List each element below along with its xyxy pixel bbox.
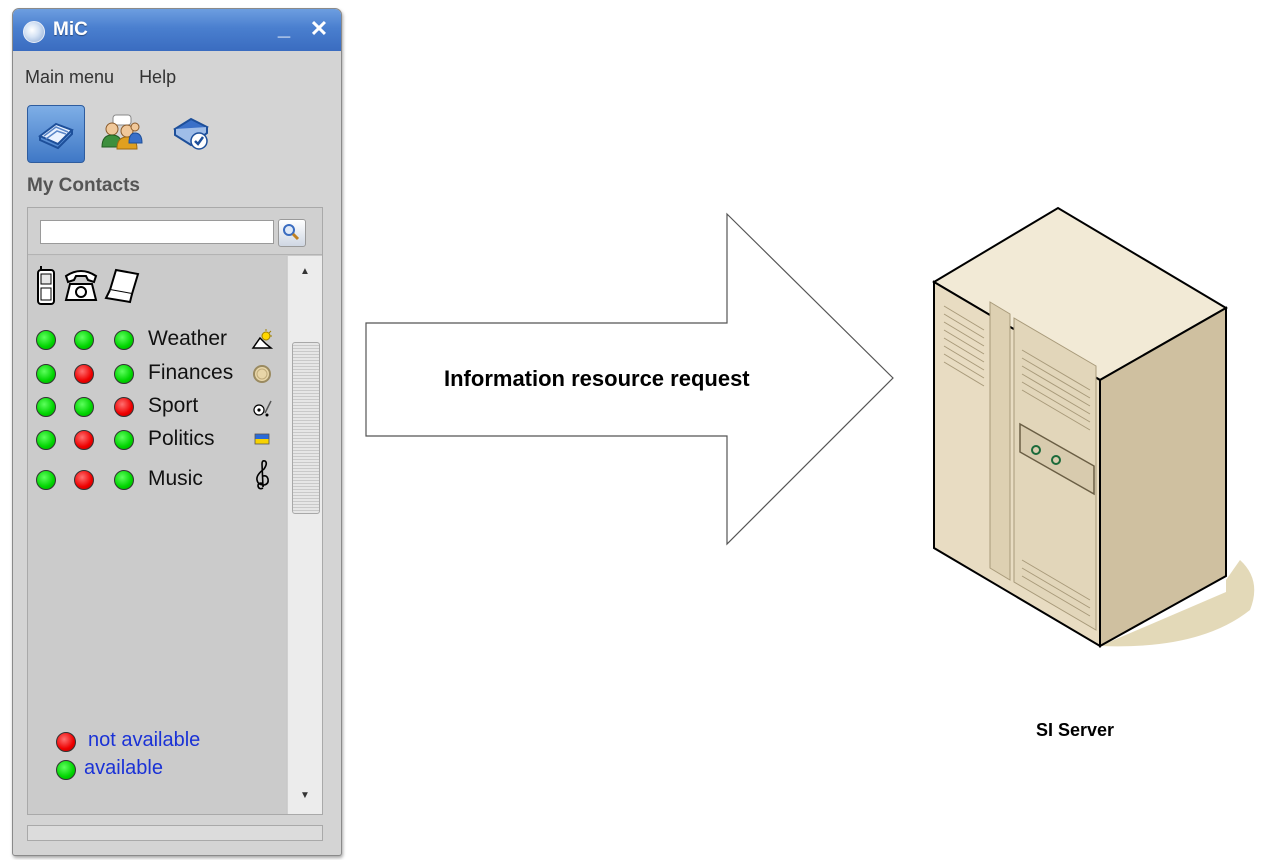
app-logo-icon bbox=[23, 21, 45, 43]
coin-icon bbox=[253, 365, 271, 383]
status-dot bbox=[36, 430, 56, 450]
flag-icon bbox=[254, 433, 270, 445]
legend-label: not available bbox=[88, 729, 201, 751]
status-dot bbox=[114, 364, 134, 384]
scroll-up-button[interactable]: ▲ bbox=[300, 266, 310, 277]
book-check-icon bbox=[173, 117, 209, 150]
list-item-label: Politics bbox=[148, 427, 215, 450]
legend-dot bbox=[56, 732, 76, 752]
contacts-button[interactable] bbox=[91, 105, 147, 161]
status-dot bbox=[36, 470, 56, 490]
list-item-label: Finances bbox=[148, 361, 234, 384]
status-dot bbox=[74, 470, 94, 490]
status-dot bbox=[36, 397, 56, 417]
search-button[interactable] bbox=[278, 219, 306, 247]
request-arrow bbox=[365, 212, 894, 546]
search-bar bbox=[28, 208, 322, 255]
sport-icon bbox=[253, 400, 272, 417]
book-check-button[interactable] bbox=[163, 105, 219, 161]
treble-clef-icon bbox=[256, 460, 269, 490]
list-item-label: Sport bbox=[148, 394, 199, 417]
status-dot bbox=[74, 430, 94, 450]
status-dot bbox=[114, 397, 134, 417]
close-button[interactable]: ✕ bbox=[309, 16, 329, 41]
legend-label: available bbox=[84, 757, 163, 779]
status-dot bbox=[36, 364, 56, 384]
search-input[interactable] bbox=[40, 220, 274, 244]
status-dot bbox=[36, 330, 56, 350]
server-led bbox=[1031, 445, 1041, 455]
scrollbar[interactable]: ▲ ▼ bbox=[287, 256, 322, 814]
contacts-icon bbox=[101, 114, 143, 150]
title-bar[interactable]: MiC _ ✕ bbox=[13, 9, 341, 51]
mobile-phone-icon bbox=[37, 266, 55, 305]
minimize-button[interactable]: _ bbox=[277, 15, 291, 40]
laptop-icon bbox=[104, 268, 140, 304]
book-button[interactable] bbox=[27, 105, 85, 163]
desk-phone-icon bbox=[64, 270, 98, 301]
server-icon bbox=[932, 206, 1255, 648]
status-dot bbox=[74, 397, 94, 417]
mic-window: MiC _ ✕ Main menu Help bbox=[12, 8, 342, 856]
window-title: MiC bbox=[53, 19, 88, 40]
list-item-label: Weather bbox=[148, 327, 227, 350]
server-vent-right bbox=[1021, 349, 1091, 617]
scroll-down-button[interactable]: ▼ bbox=[300, 790, 310, 801]
book-icon bbox=[38, 122, 74, 150]
contacts-list: Weather Finances bbox=[28, 256, 286, 814]
contacts-title: My Contacts bbox=[27, 175, 140, 196]
scroll-thumb[interactable] bbox=[292, 342, 320, 514]
weather-icon bbox=[251, 329, 274, 349]
search-icon bbox=[283, 224, 300, 241]
menu-main[interactable]: Main menu bbox=[25, 67, 115, 87]
arrow-label: Information resource request bbox=[444, 366, 750, 391]
status-dot bbox=[74, 330, 94, 350]
server-led bbox=[1051, 455, 1061, 465]
menu-bar: Main menu Help bbox=[25, 67, 196, 88]
status-dot bbox=[74, 364, 94, 384]
status-bar bbox=[27, 825, 323, 841]
status-dot bbox=[114, 470, 134, 490]
status-dot bbox=[114, 330, 134, 350]
server-label: SI Server bbox=[1036, 720, 1115, 740]
menu-help[interactable]: Help bbox=[139, 67, 177, 87]
status-dot bbox=[114, 430, 134, 450]
server-vent-left bbox=[943, 305, 985, 387]
contacts-panel: Weather Finances bbox=[27, 207, 323, 815]
legend-dot bbox=[56, 760, 76, 780]
list-item-label: Music bbox=[148, 467, 203, 490]
